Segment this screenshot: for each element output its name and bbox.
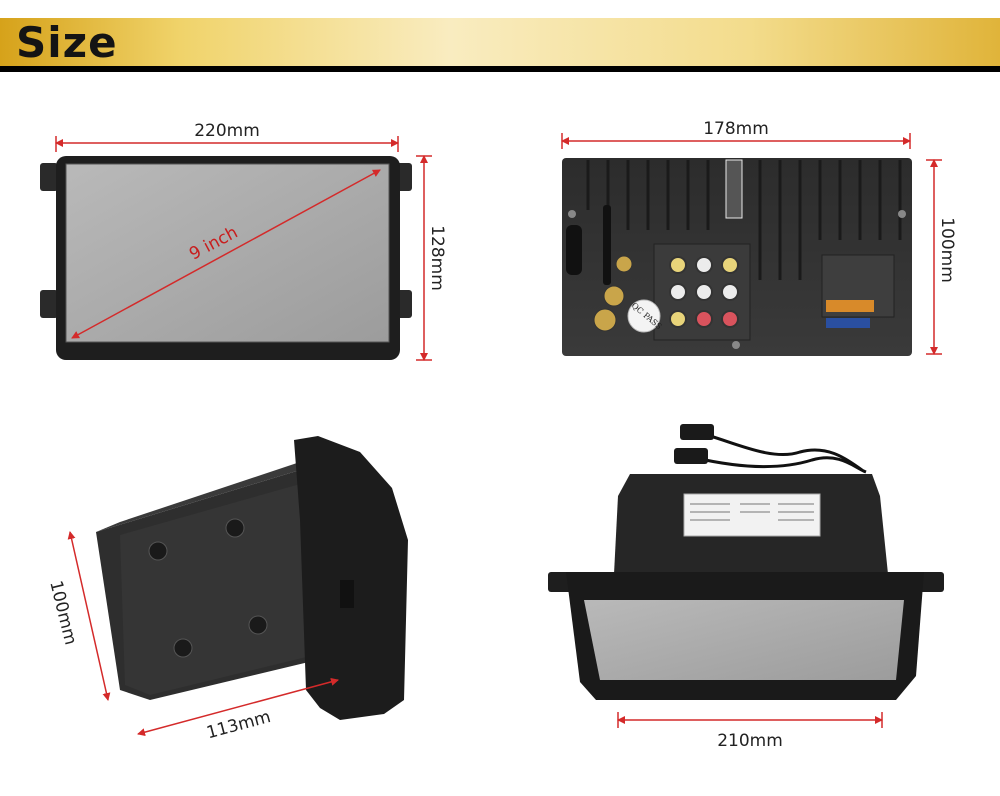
bottom-mount-tab bbox=[918, 572, 944, 592]
back-width-label: 178mm bbox=[703, 119, 769, 139]
back-rca-ports bbox=[669, 256, 739, 328]
front-diagonal-dimension bbox=[71, 169, 381, 339]
side-bezel bbox=[294, 436, 408, 720]
back-gps-connector bbox=[603, 285, 625, 307]
back-fuse bbox=[826, 300, 874, 312]
bottom-cable bbox=[695, 456, 867, 474]
back-release-tab bbox=[725, 159, 743, 219]
side-screw-hole bbox=[225, 518, 245, 538]
side-height-label: 100mm bbox=[45, 579, 80, 647]
bottom-cable bbox=[695, 430, 863, 472]
bottom-screen bbox=[584, 600, 904, 680]
back-cable bbox=[566, 225, 582, 275]
bottom-width-label: 210mm bbox=[717, 731, 783, 751]
back-qc-sticker bbox=[627, 299, 661, 333]
side-body-top bbox=[96, 462, 300, 532]
back-screw bbox=[898, 210, 906, 218]
header-divider bbox=[0, 66, 1000, 72]
front-view: 220mm 128mm 9 inch bbox=[40, 121, 447, 361]
header-banner bbox=[0, 18, 1000, 70]
back-antenna bbox=[603, 205, 611, 285]
bottom-label-lines bbox=[690, 503, 814, 521]
front-height-label: 128mm bbox=[427, 225, 447, 291]
side-depth-dimension bbox=[137, 677, 339, 737]
front-mount-tab bbox=[40, 290, 58, 318]
back-fuse-holder bbox=[826, 318, 870, 328]
side-screw-hole bbox=[148, 541, 168, 561]
bottom-usb-plug bbox=[680, 424, 714, 440]
side-screw-hole bbox=[173, 638, 193, 658]
bottom-label-sticker bbox=[683, 493, 821, 537]
side-depth-label: 113mm bbox=[204, 707, 273, 743]
back-heatsink-fins bbox=[586, 160, 902, 280]
bottom-usb-plug bbox=[674, 448, 708, 464]
back-radio-connector bbox=[593, 308, 617, 332]
section-title: Size bbox=[16, 18, 118, 67]
side-height-dimension bbox=[67, 531, 111, 701]
back-wifi-connector bbox=[615, 255, 633, 273]
side-screw-hole bbox=[248, 615, 268, 635]
back-height-label: 100mm bbox=[937, 217, 957, 283]
back-screw bbox=[732, 341, 740, 349]
bottom-view: 210mm bbox=[548, 424, 944, 751]
back-screw bbox=[568, 210, 576, 218]
side-mount-tab bbox=[340, 580, 354, 608]
side-view: 100mm 113mm bbox=[45, 436, 408, 743]
front-width-label: 220mm bbox=[194, 121, 260, 141]
front-mount-tab bbox=[40, 163, 58, 191]
side-plate bbox=[120, 484, 335, 695]
back-view: QC PASS 178mm 100mm bbox=[561, 119, 957, 356]
